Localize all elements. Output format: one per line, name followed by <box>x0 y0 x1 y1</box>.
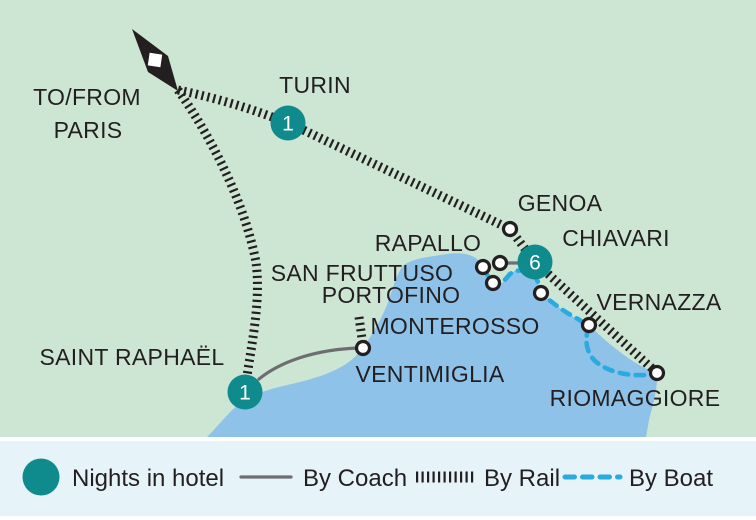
coach-route-saint-raphael-ventimiglia <box>257 346 363 381</box>
city-label-riomaggiore: RIOMAGGIORE <box>550 385 721 411</box>
legend-nights-label: Nights in hotel <box>72 465 224 492</box>
night-marker-count: 6 <box>529 252 541 275</box>
station-dot-monterosso <box>532 284 550 302</box>
city-label-ventimiglia: VENTIMIGLIA <box>356 361 505 387</box>
city-label-vernazza: VERNAZZA <box>596 289 721 315</box>
station-dot-san-fruttuso <box>474 258 492 276</box>
legend-nights-icon <box>22 458 60 496</box>
legend: Nights in hotel By Coach By Rail By Boat <box>0 441 756 516</box>
night-marker-saint-raphael: 1 <box>227 374 263 410</box>
origin-label-line2: PARIS <box>54 117 123 143</box>
night-marker-circle <box>227 374 263 410</box>
night-marker-turin: 1 <box>270 105 306 141</box>
city-label-chiavari: CHIAVARI <box>562 225 670 251</box>
legend-rail-label: By Rail <box>484 465 560 492</box>
station-dot-ventimiglia <box>354 339 372 357</box>
city-label-saint-raphael: SAINT RAPHAËL <box>40 344 225 370</box>
station-dot-genoa <box>501 220 519 238</box>
direction-arrow-icon <box>132 29 178 91</box>
night-marker-count: 1 <box>282 113 294 136</box>
city-label-rapallo: RAPALLO <box>375 230 482 256</box>
night-marker-circle <box>517 244 553 280</box>
rail-route-paris-turin-genoa-riomaggiore <box>177 85 661 377</box>
city-label-turin: TURIN <box>279 72 351 98</box>
legend-band <box>0 441 756 516</box>
legend-coach-label: By Coach <box>303 465 407 492</box>
city-label-san-fruttuso: SAN FRUTTUSO <box>271 260 454 286</box>
station-dot-vernazza <box>580 316 598 334</box>
night-marker-count: 1 <box>239 382 251 405</box>
legend-boat-label: By Boat <box>629 465 713 492</box>
station-dot-rapallo <box>491 254 509 272</box>
city-label-genoa: GENOA <box>518 190 603 216</box>
city-label-portofino: PORTOFINO <box>322 282 461 308</box>
station-dot-riomaggiore <box>648 364 666 382</box>
origin-label-line1: TO/FROM <box>33 84 141 110</box>
city-label-monterosso: MONTEROSSO <box>370 313 539 339</box>
night-marker-chiavari: 6 <box>517 244 553 280</box>
arrow-diamond-center <box>147 52 163 68</box>
night-marker-circle <box>270 105 306 141</box>
station-dot-portofino <box>484 274 502 292</box>
